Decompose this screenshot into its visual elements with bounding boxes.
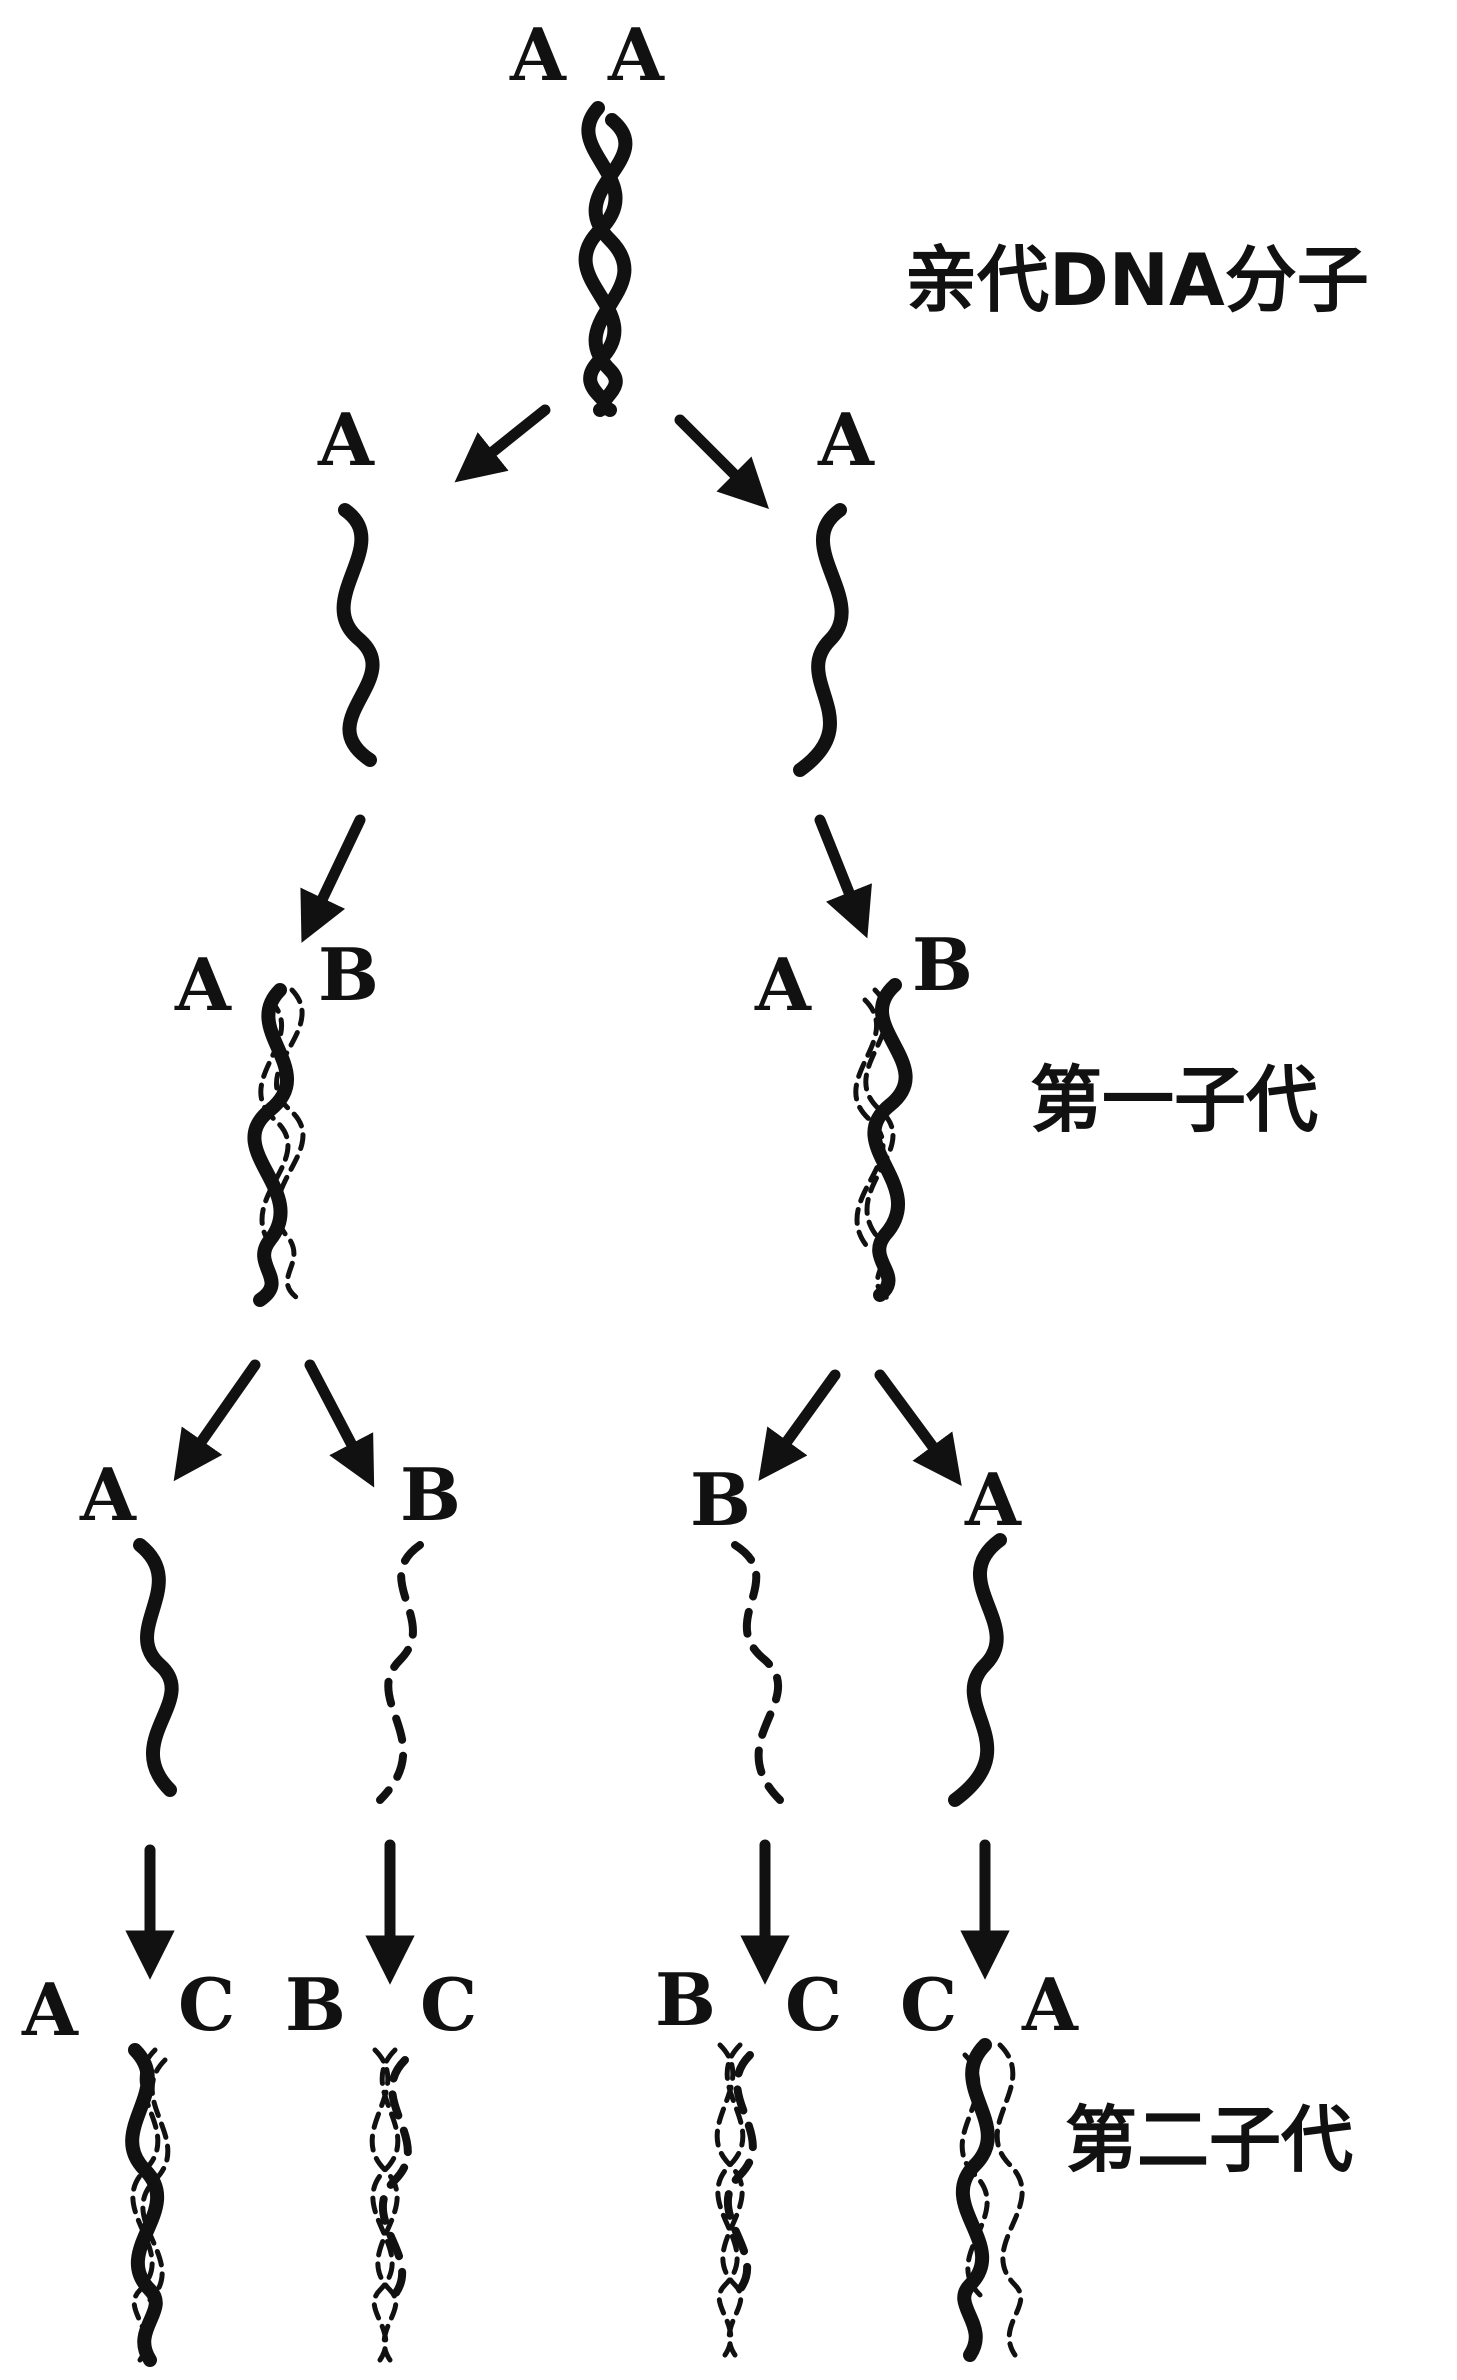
arrow-fg1-to-B	[304, 1359, 375, 1488]
parent-strand-left	[336, 503, 380, 767]
arrow-fg1-to-A	[173, 1359, 261, 1482]
second-gen-4-label-right: A	[1021, 1962, 1079, 2047]
strand-B-dashed-left	[376, 1541, 424, 1804]
parent-strand-right	[793, 503, 849, 777]
strand-label-4: A	[964, 1457, 1022, 1542]
arrow-fg2-to-A	[874, 1369, 962, 1486]
first-gen-dna-2	[853, 978, 913, 1303]
second-gen-1-label-left: A	[21, 1967, 79, 2052]
arrow-parent-to-left	[454, 404, 551, 483]
strand-A-solid-left	[133, 1538, 179, 1797]
second-gen-dna-2	[369, 2047, 412, 2363]
first-gen-dna-1	[247, 983, 306, 1307]
arrow-to-first-gen-right	[814, 814, 872, 939]
second-gen-dna-3	[714, 2042, 757, 2358]
first-gen-2-label-right: B	[912, 922, 973, 1007]
strand-label-2: B	[400, 1452, 461, 1537]
second-gen-2-label-right: C	[420, 1962, 477, 2047]
arrow-to-first-gen-left	[300, 814, 366, 943]
parent-strand-label-right: A	[817, 397, 875, 482]
generation-label-parent: 亲代DNA分子	[905, 238, 1369, 322]
arrow-parent-to-right	[674, 414, 770, 510]
second-gen-2-label-left: B	[285, 1962, 346, 2047]
arrow-fg2-to-B	[758, 1369, 841, 1482]
strand-label-1: A	[79, 1452, 137, 1537]
second-gen-4-label-left: C	[900, 1962, 957, 2047]
second-gen-1-label-right: C	[178, 1962, 235, 2047]
generation-label-second: 第二子代	[1065, 2098, 1353, 2182]
parent-label-right: A	[607, 12, 665, 97]
second-gen-3-label-right: C	[785, 1962, 842, 2047]
first-gen-2-label-left: A	[754, 942, 812, 1027]
strand-label-3: B	[690, 1457, 751, 1542]
second-gen-dna-1	[125, 2043, 171, 2367]
parent-label-left: A	[509, 12, 567, 97]
parent-dna-helix	[578, 101, 633, 417]
parent-strand-label-left: A	[317, 397, 375, 482]
second-gen-dna-4	[955, 2038, 1025, 2362]
first-gen-1-label-right: B	[318, 932, 379, 1017]
strand-B-dashed-right	[731, 1541, 784, 1804]
second-gen-3-label-left: B	[655, 1957, 716, 2042]
strand-A-solid-right	[948, 1533, 1007, 1807]
generation-label-first: 第一子代	[1030, 1058, 1318, 1142]
first-gen-1-label-left: A	[174, 942, 232, 1027]
